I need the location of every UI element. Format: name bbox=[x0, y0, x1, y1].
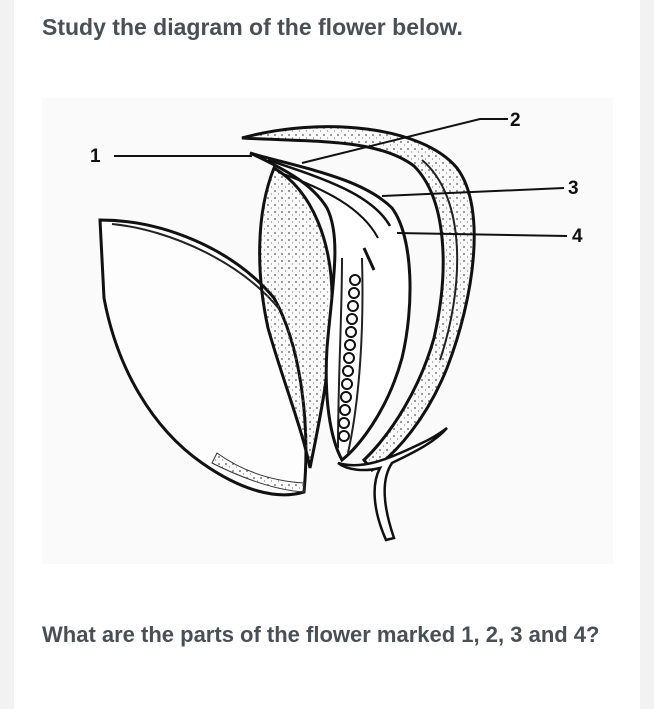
question-text: What are the parts of the flower marked … bbox=[42, 622, 600, 647]
instruction-heading: Study the diagram of the flower below. bbox=[42, 14, 463, 40]
label-2: 2 bbox=[510, 110, 521, 131]
flower-diagram: 1 2 3 4 bbox=[42, 98, 613, 564]
content-card: Study the diagram of the flower below. bbox=[14, 0, 640, 709]
carpel bbox=[249, 151, 412, 463]
label-lines bbox=[114, 118, 568, 237]
inner-petal bbox=[258, 165, 334, 469]
ovules bbox=[338, 274, 361, 442]
stalk bbox=[337, 426, 448, 542]
label-1: 1 bbox=[90, 146, 101, 167]
label-3: 3 bbox=[568, 178, 579, 199]
label-4: 4 bbox=[572, 226, 583, 247]
